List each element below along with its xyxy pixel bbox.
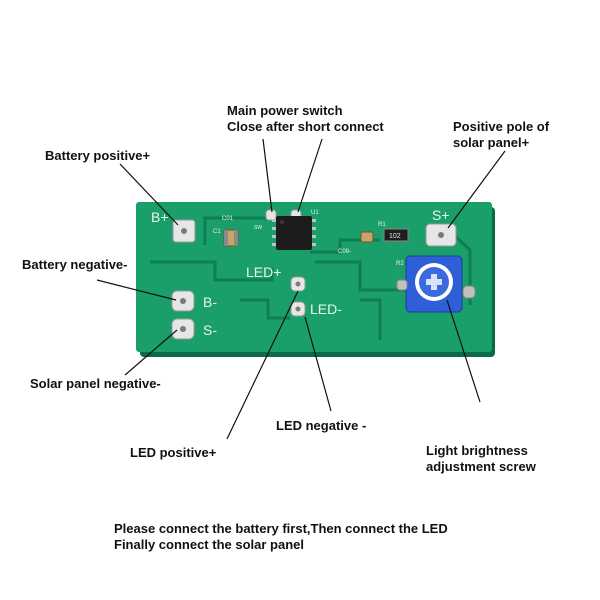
led-negative-label: LED negative - [276,418,367,433]
silk-r1: R1 [378,222,386,228]
instruction-line-1: Please connect the battery first,Then co… [114,521,448,536]
leader-battery-positive [119,163,179,226]
brightness-label-line2: adjustment screw [426,459,536,474]
solar-positive-label-line1: Positive pole of [453,119,550,134]
pad-led-negative-hole [295,306,301,312]
resistor-r1-code: 102 [389,233,401,240]
pad-battery-negative-hole [180,298,186,304]
silk-led-plus: LED+ [246,264,281,280]
leader-solar-negative [124,329,178,376]
capacitor-c1-end-a [224,230,228,246]
silk-b-plus: B+ [151,209,169,225]
pad-battery-positive-hole [181,228,187,234]
brightness-label-line1: Light brightness [426,443,528,458]
leader-brightness [446,299,481,403]
diode [360,231,374,243]
silk-s-minus: S- [203,322,217,338]
led-positive-label: LED positive+ [130,445,217,460]
leader-battery-negative [96,279,177,301]
solar-positive-label-line2: solar panel+ [453,135,530,150]
silk-b-minus: B- [203,294,217,310]
main-switch-label-line2: Close after short connect [227,119,384,134]
potentiometer [396,255,476,313]
leader-switch-b [297,138,323,213]
silk-c01: C01 [222,216,234,222]
pad-solar-positive-hole [438,232,444,238]
resistor-r1 [383,228,409,242]
silk-led-minus: LED- [310,301,342,317]
main-switch-label-line1: Main power switch [227,103,343,118]
silk-part: C09- [338,249,351,255]
leader-led-negative [304,316,332,412]
battery-positive-label: Battery positive+ [45,148,151,163]
ic-u1 [272,216,316,250]
leader-solar-positive [447,150,506,229]
silk-sw: SW [254,225,262,231]
silk-u1: U1 [311,210,319,216]
leader-lines [96,138,506,440]
pad-led-positive-hole [295,281,301,287]
capacitor-c1-end-b [234,230,238,246]
solar-negative-label: Solar panel negative- [30,376,161,391]
battery-negative-label: Battery negative- [22,257,128,272]
silk-c1: C1 [213,229,221,235]
silk-s-plus: S+ [432,207,450,223]
silk-r2: R2 [396,261,404,267]
leader-led-positive [226,290,299,440]
pad-solar-negative-hole [180,326,186,332]
instructions: Please connect the battery first,Then co… [114,521,448,553]
instruction-line-2: Finally connect the solar panel [114,537,304,552]
leader-switch-a [262,138,273,213]
pad-switch-a [265,209,277,221]
